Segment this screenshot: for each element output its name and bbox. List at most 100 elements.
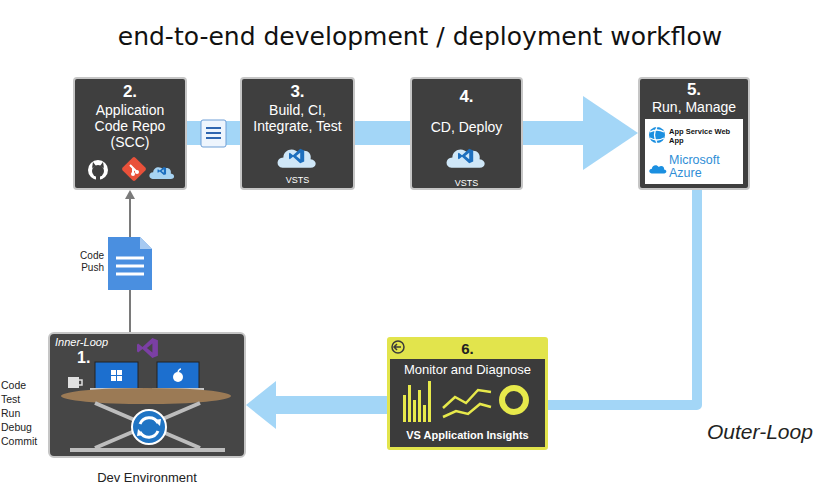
git-dot xyxy=(135,170,139,174)
back-arrow xyxy=(394,344,401,350)
node-text: 5. xyxy=(640,80,748,100)
step-box: 2.Application Code Repo (SCC) xyxy=(73,77,187,190)
laptop-base xyxy=(152,388,204,392)
service-tile: App Service Web App xyxy=(645,119,743,151)
doc-page xyxy=(108,237,152,290)
cloud-icon xyxy=(447,150,485,168)
node-text: Dev Environment xyxy=(50,470,244,485)
flow-connector xyxy=(523,96,638,170)
loop-label: Outer-Loop xyxy=(707,420,813,444)
connector-line xyxy=(187,121,240,145)
windows-logo xyxy=(111,370,122,381)
sync-circle xyxy=(132,410,166,444)
github-cat xyxy=(92,165,104,177)
step-box: 5.Run, ManageApp Service Web AppMicrosof… xyxy=(638,77,750,190)
diagram-title: end-to-end development / deployment work… xyxy=(0,22,840,51)
github-icon xyxy=(88,160,108,180)
node-text: App Service Web App xyxy=(669,127,739,145)
github-ears xyxy=(92,162,104,180)
sync-icon xyxy=(132,410,166,444)
node-text: Application Code Repo (SCC) xyxy=(78,102,182,150)
github-circle xyxy=(88,160,108,180)
step-box: 4.CD, DeployVSTS xyxy=(410,77,523,190)
arrow-head xyxy=(583,96,638,170)
activity-label: Run xyxy=(1,407,20,419)
connector-line xyxy=(355,121,410,145)
back-circle xyxy=(392,341,404,353)
node-text: Microsoft Azure xyxy=(669,154,741,180)
doc-lines xyxy=(116,258,144,274)
node-text: 4. xyxy=(412,87,521,107)
web-app-icon xyxy=(649,127,665,143)
node-text: 3. xyxy=(242,82,353,102)
line-chart xyxy=(443,390,491,408)
node-text: VSTS xyxy=(242,175,353,186)
coffee-cup xyxy=(68,377,82,388)
flow-connector xyxy=(246,381,387,429)
activity-label: Debug xyxy=(1,421,32,433)
globe xyxy=(649,127,665,143)
node-text: Run, Manage xyxy=(640,99,748,115)
back-icon xyxy=(392,341,404,353)
bar xyxy=(403,395,406,422)
git-diamond xyxy=(121,156,146,181)
node-text: VS Application Insights xyxy=(390,429,545,441)
doc-page xyxy=(201,120,226,147)
node-text: 1. xyxy=(77,349,90,367)
git-icon xyxy=(121,156,146,181)
connector-line xyxy=(548,190,697,405)
sync-heads xyxy=(137,419,161,436)
apple-logo xyxy=(173,372,183,382)
git-lines xyxy=(130,165,137,174)
flow-connector xyxy=(355,133,410,134)
edge-label: Code Push xyxy=(66,250,104,274)
activity-label: Test xyxy=(1,393,20,405)
monitor-box: 6. Monitor and Diagnose VS Application Ins… xyxy=(387,337,548,450)
vs-logo xyxy=(137,338,158,358)
cloud-icon xyxy=(149,167,174,179)
line-chart xyxy=(443,404,491,417)
cup xyxy=(68,377,79,388)
node-text: 2. xyxy=(75,82,185,102)
connector-line xyxy=(275,396,387,414)
desk-top xyxy=(61,388,231,404)
donut-chart xyxy=(502,388,526,412)
node-text: Build, CI, Integrate, Test xyxy=(243,102,352,134)
activity-label: Commit xyxy=(1,435,37,447)
mac-laptop xyxy=(152,362,204,392)
node-text: CD, Deploy xyxy=(412,119,521,135)
screen xyxy=(95,362,138,389)
node-text: 6. xyxy=(390,340,545,358)
node-text: Monitor and Diagnose xyxy=(390,362,545,377)
vs-logo xyxy=(458,149,473,163)
desk-legs xyxy=(70,403,225,450)
flow-connector xyxy=(548,190,697,405)
cup-handle xyxy=(79,380,82,385)
bar xyxy=(428,381,431,422)
document-icon xyxy=(201,120,226,147)
globe-lines xyxy=(650,127,664,143)
git-dot xyxy=(131,172,135,176)
vs-logo xyxy=(289,149,304,163)
bar-chart-icon xyxy=(403,381,431,422)
arrow-head xyxy=(246,381,276,429)
screen xyxy=(157,362,199,389)
connector-line xyxy=(129,198,131,332)
activity-label: Code xyxy=(1,379,26,391)
code-push-document xyxy=(108,237,152,290)
windows-laptop xyxy=(90,362,143,392)
apple-leaf xyxy=(178,369,181,372)
laptop-base xyxy=(90,388,143,392)
flow-connector xyxy=(125,190,135,332)
azure-cloud xyxy=(649,165,666,173)
bar xyxy=(413,400,416,422)
bar xyxy=(408,385,411,422)
node-text: Inner-Loop xyxy=(55,336,108,348)
flow-connector xyxy=(187,133,240,134)
service-tile: Microsoft Azure xyxy=(645,151,743,184)
bar xyxy=(418,390,421,422)
bar xyxy=(423,405,426,422)
sync-arrows xyxy=(140,418,158,437)
